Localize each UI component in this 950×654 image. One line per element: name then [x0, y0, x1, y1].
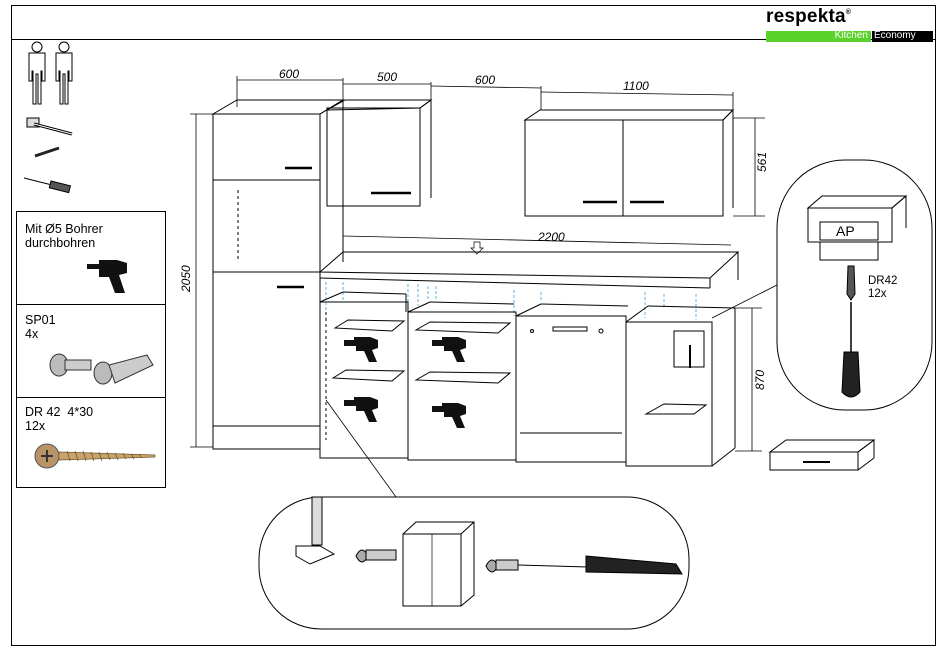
dishwasher — [516, 304, 628, 462]
callout-screw-qty: 12x — [868, 288, 887, 300]
worktop — [320, 252, 738, 288]
connector-guide-lines — [326, 282, 696, 320]
sink-base-cabinet — [626, 306, 735, 466]
callout-leader-line — [326, 400, 396, 497]
dim-2050: 2050 — [179, 265, 193, 293]
drill-markers — [344, 337, 466, 428]
drawer-detail-callout — [712, 160, 932, 410]
base-cabinet-1 — [320, 292, 408, 458]
wall-cabinet-1100 — [525, 110, 733, 216]
callout-label-ap: AP — [836, 223, 855, 239]
dim-561: 561 — [755, 152, 769, 172]
callout-screw-code: DR42 — [868, 275, 897, 287]
height-dimension-2050 — [190, 114, 213, 447]
dim-1100: 1100 — [623, 79, 649, 93]
loose-drawer — [770, 440, 874, 470]
base-cabinet-2 — [408, 302, 516, 460]
dim-600-left: 600 — [279, 67, 299, 81]
tall-cabinet — [213, 100, 343, 449]
dim-870: 870 — [753, 370, 767, 390]
top-dimension-lines — [237, 76, 765, 216]
dim-500: 500 — [377, 70, 397, 84]
dim-2200: 2200 — [537, 230, 565, 244]
worktop-dimension — [343, 236, 731, 254]
dim-600-gap: 600 — [475, 73, 495, 87]
connector-assembly-callout — [259, 497, 689, 629]
